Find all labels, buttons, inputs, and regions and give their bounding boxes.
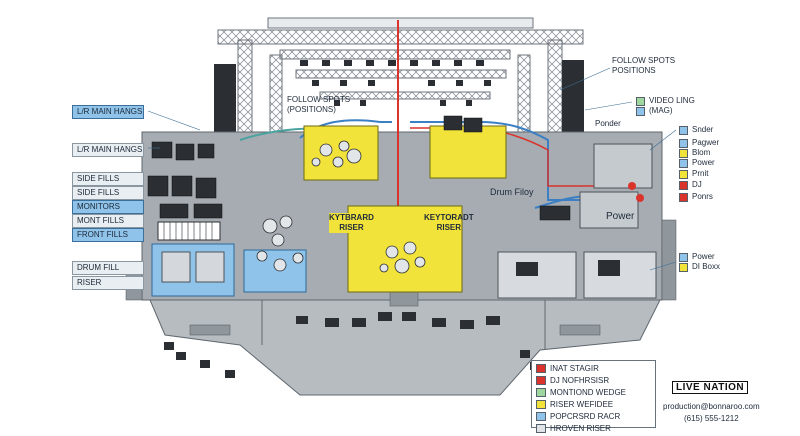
right-legend-bottom-swatch-0 [679, 252, 688, 262]
right-legend-swatch-5 [679, 180, 688, 190]
main-hang-right [562, 60, 584, 140]
right-legend-5: DJ [679, 180, 702, 190]
legend-row-3: RISER WEFIDEE [536, 399, 655, 409]
right-legend-bottom-0: Power [679, 252, 715, 262]
left-tag-7: DRUM FILL [72, 261, 144, 275]
stage-apron [149, 299, 661, 396]
right-legend-2: Blom [679, 148, 710, 158]
right-legend-6: Ponrs [679, 192, 713, 202]
legend-swatch-3 [536, 399, 546, 409]
right-legend-4-text: Prnit [692, 169, 709, 178]
right-legend-swatch-6 [679, 192, 688, 202]
legend-row-1: DJ NOFHRSISR [536, 375, 655, 385]
left-tag-4: MONITORS [72, 200, 144, 214]
legend-swatch-0 [536, 363, 546, 373]
follow-spots-right-label: FOLLOW SPOTS POSITIONS [612, 56, 676, 75]
legend-swatch-1 [536, 375, 546, 385]
video-swatch-0 [636, 96, 645, 106]
legend-row-4-text: POPCRSRD RACR [550, 411, 621, 421]
right-legend-6-text: Ponrs [692, 192, 713, 201]
video-legend-0: VIDEO LING [636, 96, 695, 106]
right-legend-3-text: Power [692, 158, 715, 167]
drum-filoy-label: Drum Filoy [490, 187, 534, 197]
legend-row-3-text: RISER WEFIDEE [550, 399, 614, 409]
left-tag-1: L/R MAIN HANGS [72, 143, 144, 157]
video-legend-1: (MAG) [636, 106, 673, 116]
dj-area [593, 143, 653, 189]
legend-row-5-text: HROVEN RISER [550, 423, 611, 433]
keyboard-riser-left-label: KYTBRARD RISER [329, 213, 374, 233]
left-tag-2: SIDE FILLS [72, 172, 144, 186]
left-tag-5: MONT FILLS [72, 214, 144, 228]
left-tag-6: FRONT FILLS [72, 228, 144, 242]
roof-truss [217, 17, 584, 139]
legend-row-4: POPCRSRD RACR [536, 411, 655, 421]
legend-swatch-5 [536, 423, 546, 433]
right-legend-bottom-0-text: Power [692, 252, 715, 261]
right-legend-swatch-4 [679, 169, 688, 179]
video-legend-0-text: VIDEO LING [649, 96, 695, 105]
main-hang-left [214, 64, 236, 142]
video-legend-1-text: (MAG) [649, 106, 673, 115]
right-legend-1: Pagwer [679, 138, 719, 148]
follow-spots-left-label: FOLLOW SPOTS (POSITIONS) [287, 95, 351, 114]
legend-row-1-text: DJ NOFHRSISR [550, 375, 610, 385]
right-legend-5-text: DJ [692, 180, 702, 189]
legend-box: INAT STAGIR DJ NOFHRSISR MONTIOND WEDGE … [531, 360, 656, 433]
right-legend-swatch-3 [679, 158, 688, 168]
drum-riser-left [303, 125, 379, 181]
right-legend-bottom-1-text: DI Boxx [692, 262, 721, 271]
contact-phone: (615) 555-1212 [683, 414, 739, 423]
legend-row-2: MONTIOND WEDGE [536, 387, 655, 397]
left-tag-0: L/R MAIN HANGS [72, 105, 144, 119]
brand-logo: LIVE NATION [672, 381, 749, 394]
right-legend-3: Power [679, 158, 715, 168]
right-legend-2-text: Blom [692, 148, 711, 157]
ponder-label: Ponder [595, 119, 621, 128]
legend-row-0: INAT STAGIR [536, 363, 655, 373]
right-legend-swatch-0 [679, 125, 688, 135]
right-legend-swatch-2 [679, 148, 688, 158]
legend-row-5: HROVEN RISER [536, 423, 655, 433]
legend-swatch-4 [536, 411, 546, 421]
keyboard-riser-right-label: KEYTORADT RISER [424, 213, 474, 232]
right-legend-0: Snder [679, 125, 713, 135]
keyboard-left [157, 221, 221, 241]
contact-info: production@bonnaroo.com (615) 555-1212 [663, 401, 760, 425]
video-swatch-1 [636, 106, 645, 116]
legend-swatch-2 [536, 387, 546, 397]
right-legend-1-text: Pagwer [692, 138, 720, 147]
drum-riser-right [429, 125, 507, 179]
cable-blue-2 [410, 121, 580, 201]
right-legend-bottom-1: DI Boxx [679, 262, 720, 272]
right-legend-4: Prnit [679, 169, 708, 179]
legend-row-2-text: MONTIOND WEDGE [550, 387, 626, 397]
left-tag-8: RISER [72, 276, 144, 290]
right-legend-bottom-swatch-1 [679, 262, 688, 272]
left-tag-3: SIDE FILLS [72, 186, 144, 200]
right-legend-swatch-1 [679, 138, 688, 148]
contact-email: production@bonnaroo.com [663, 402, 760, 411]
right-legend-0-text: Snder [692, 125, 714, 134]
legend-row-0-text: INAT STAGIR [550, 363, 599, 373]
power-mid-label: Power [606, 211, 635, 222]
